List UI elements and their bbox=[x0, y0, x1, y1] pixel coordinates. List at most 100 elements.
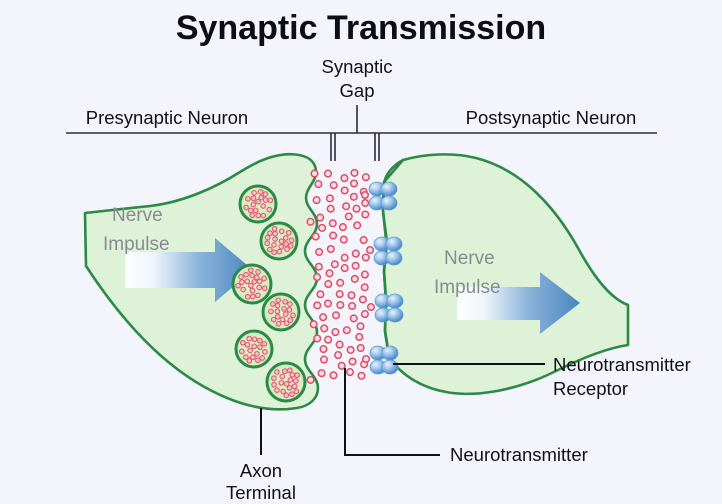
vesicle-neurotransmitter-dot bbox=[291, 383, 298, 390]
vesicle-neurotransmitter-dot bbox=[264, 234, 271, 241]
vesicle-neurotransmitter-dot bbox=[271, 375, 277, 382]
neurotransmitter-molecule bbox=[334, 351, 343, 360]
neurotransmitter-molecule bbox=[323, 299, 333, 308]
vesicle-neurotransmitter-dot bbox=[249, 212, 256, 219]
vesicle-neurotransmitter-dot bbox=[257, 344, 263, 351]
vesicle-neurotransmitter-dot bbox=[266, 206, 273, 213]
neurotransmitter-molecule bbox=[324, 280, 333, 289]
vesicle-neurotransmitter-dot bbox=[289, 371, 296, 378]
neurotransmitter-molecule bbox=[326, 204, 335, 213]
postsynaptic-neuron-shape bbox=[381, 153, 630, 396]
neurotransmitter-molecule bbox=[350, 274, 359, 283]
nerve-impulse-arrow-right bbox=[457, 272, 580, 334]
vesicle-neurotransmitter-dot bbox=[282, 311, 289, 317]
vesicle-neurotransmitter-dot bbox=[274, 387, 280, 393]
neurotransmitter-molecule bbox=[331, 311, 341, 320]
neurotransmitter-molecule bbox=[316, 290, 325, 299]
vesicle-neurotransmitter-dot bbox=[255, 212, 262, 219]
vesicle-neurotransmitter-dot bbox=[282, 235, 289, 241]
vesicle-neurotransmitter-dot bbox=[254, 357, 261, 364]
vesicle-neurotransmitter-dot bbox=[251, 343, 258, 350]
vesicle-neurotransmitter-dot bbox=[255, 292, 261, 299]
neurotransmitter-receptor-label-line1: Neurotransmitter bbox=[553, 354, 691, 375]
vesicle-neurotransmitter-dot bbox=[247, 267, 254, 274]
vesicle-neurotransmitter-dot bbox=[289, 391, 295, 398]
neurotransmitter-molecule bbox=[310, 169, 319, 178]
neurotransmitter-receptor bbox=[365, 236, 403, 266]
synaptic-vesicle-group bbox=[231, 184, 307, 403]
neurotransmitter-molecule bbox=[361, 253, 370, 262]
neurotransmitter-molecule bbox=[356, 343, 365, 353]
vesicle-neurotransmitter-dot bbox=[290, 312, 296, 319]
neurotransmitter-molecule bbox=[325, 269, 334, 278]
vesicle-neurotransmitter-dot bbox=[283, 381, 290, 387]
neurotransmitter-molecule bbox=[340, 264, 349, 273]
vesicle-neurotransmitter-dot bbox=[249, 293, 256, 300]
neurotransmitter-molecule bbox=[306, 217, 315, 226]
vesicle-neurotransmitter-dot bbox=[274, 308, 281, 315]
axon-terminal-label-line1: Axon bbox=[240, 460, 282, 481]
vesicle-neurotransmitter-dot bbox=[279, 316, 286, 323]
neurotransmitter-molecule bbox=[324, 335, 333, 344]
vesicle-neurotransmitter-dot bbox=[247, 207, 254, 214]
neurotransmitter-molecule bbox=[339, 235, 348, 244]
page-title: Synaptic Transmission bbox=[176, 9, 546, 47]
neurotransmitter-molecule bbox=[314, 262, 323, 271]
neurotransmitter-molecule bbox=[335, 290, 344, 299]
vesicle-neurotransmitter-dot bbox=[274, 369, 280, 375]
vesicle-neurotransmitter-dot bbox=[267, 197, 274, 204]
neurotransmitter-molecule bbox=[335, 340, 344, 349]
vesicle-neurotransmitter-dot bbox=[260, 212, 267, 219]
vesicle-neurotransmitter-dot bbox=[262, 349, 268, 355]
neurotransmitter-molecule bbox=[360, 270, 369, 279]
synaptic-vesicle bbox=[259, 221, 299, 261]
nerve-impulse-left-line2: Impulse bbox=[103, 234, 170, 255]
vesicle-neurotransmitter-dot bbox=[267, 230, 273, 237]
neurotransmitter-molecule bbox=[338, 223, 347, 232]
vesicle-neurotransmitter-dot bbox=[278, 238, 285, 245]
synaptic-gap-label-line1: Synaptic bbox=[322, 56, 393, 77]
axon-terminal-label-line2: Terminal bbox=[226, 482, 296, 503]
neurotransmitter-molecule bbox=[316, 213, 325, 222]
vesicle-neurotransmitter-dot bbox=[244, 341, 251, 348]
vesicle-neurotransmitter-dot bbox=[239, 279, 245, 285]
postsynaptic-membrane-line bbox=[381, 158, 405, 359]
vesicle-neurotransmitter-dot bbox=[287, 243, 294, 249]
neurotransmitter-molecule bbox=[358, 295, 367, 304]
neurotransmitter-molecule bbox=[346, 345, 355, 354]
nerve-impulse-left-line1: Nerve bbox=[112, 205, 163, 226]
vesicle-neurotransmitter-dot bbox=[287, 301, 293, 307]
vesicle-neurotransmitter-dot bbox=[274, 302, 281, 309]
neurotransmitter-molecule bbox=[331, 328, 340, 337]
neurotransmitter-molecule bbox=[349, 179, 359, 188]
neurotransmitter-molecule bbox=[313, 301, 322, 310]
vesicle-neurotransmitter-dot bbox=[275, 320, 282, 327]
neurotransmitter-molecule bbox=[349, 314, 358, 323]
neurotransmitter-molecule bbox=[313, 334, 322, 343]
neurotransmitter-molecule bbox=[326, 244, 335, 254]
vesicle-neurotransmitter-dot bbox=[286, 307, 293, 313]
neurotransmitter-molecule bbox=[319, 345, 328, 354]
neurotransmitter-molecule bbox=[329, 231, 338, 240]
nerve-impulse-right-line2: Impulse bbox=[434, 277, 501, 298]
vesicle-neurotransmitter-dot bbox=[255, 269, 261, 275]
vesicle-neurotransmitter-dot bbox=[274, 313, 281, 320]
vesicle-neurotransmitter-dot bbox=[294, 372, 300, 379]
bound-neurotransmitter-molecule bbox=[361, 354, 371, 364]
vesicle-neurotransmitter-dot bbox=[293, 378, 299, 384]
vesicle-neurotransmitter-dot bbox=[278, 243, 285, 250]
bound-neurotransmitter-molecule bbox=[366, 302, 376, 312]
postsynaptic-neuron-label: Postsynaptic Neuron bbox=[466, 107, 637, 128]
neurotransmitter-molecule bbox=[350, 168, 359, 177]
vesicle-neurotransmitter-dot bbox=[279, 373, 286, 380]
vesicle-neurotransmitter-dot bbox=[275, 297, 282, 304]
vesicle-neurotransmitter-dot bbox=[249, 287, 256, 294]
neurotransmitter-molecule bbox=[319, 355, 329, 364]
vesicle-neurotransmitter-dot bbox=[270, 316, 277, 323]
vesicle-neurotransmitter-dot bbox=[268, 308, 274, 315]
neurotransmitter-molecule bbox=[347, 291, 356, 300]
presynaptic-neuron-label: Presynaptic Neuron bbox=[86, 107, 248, 128]
neurotransmitter-receptor bbox=[366, 293, 404, 323]
